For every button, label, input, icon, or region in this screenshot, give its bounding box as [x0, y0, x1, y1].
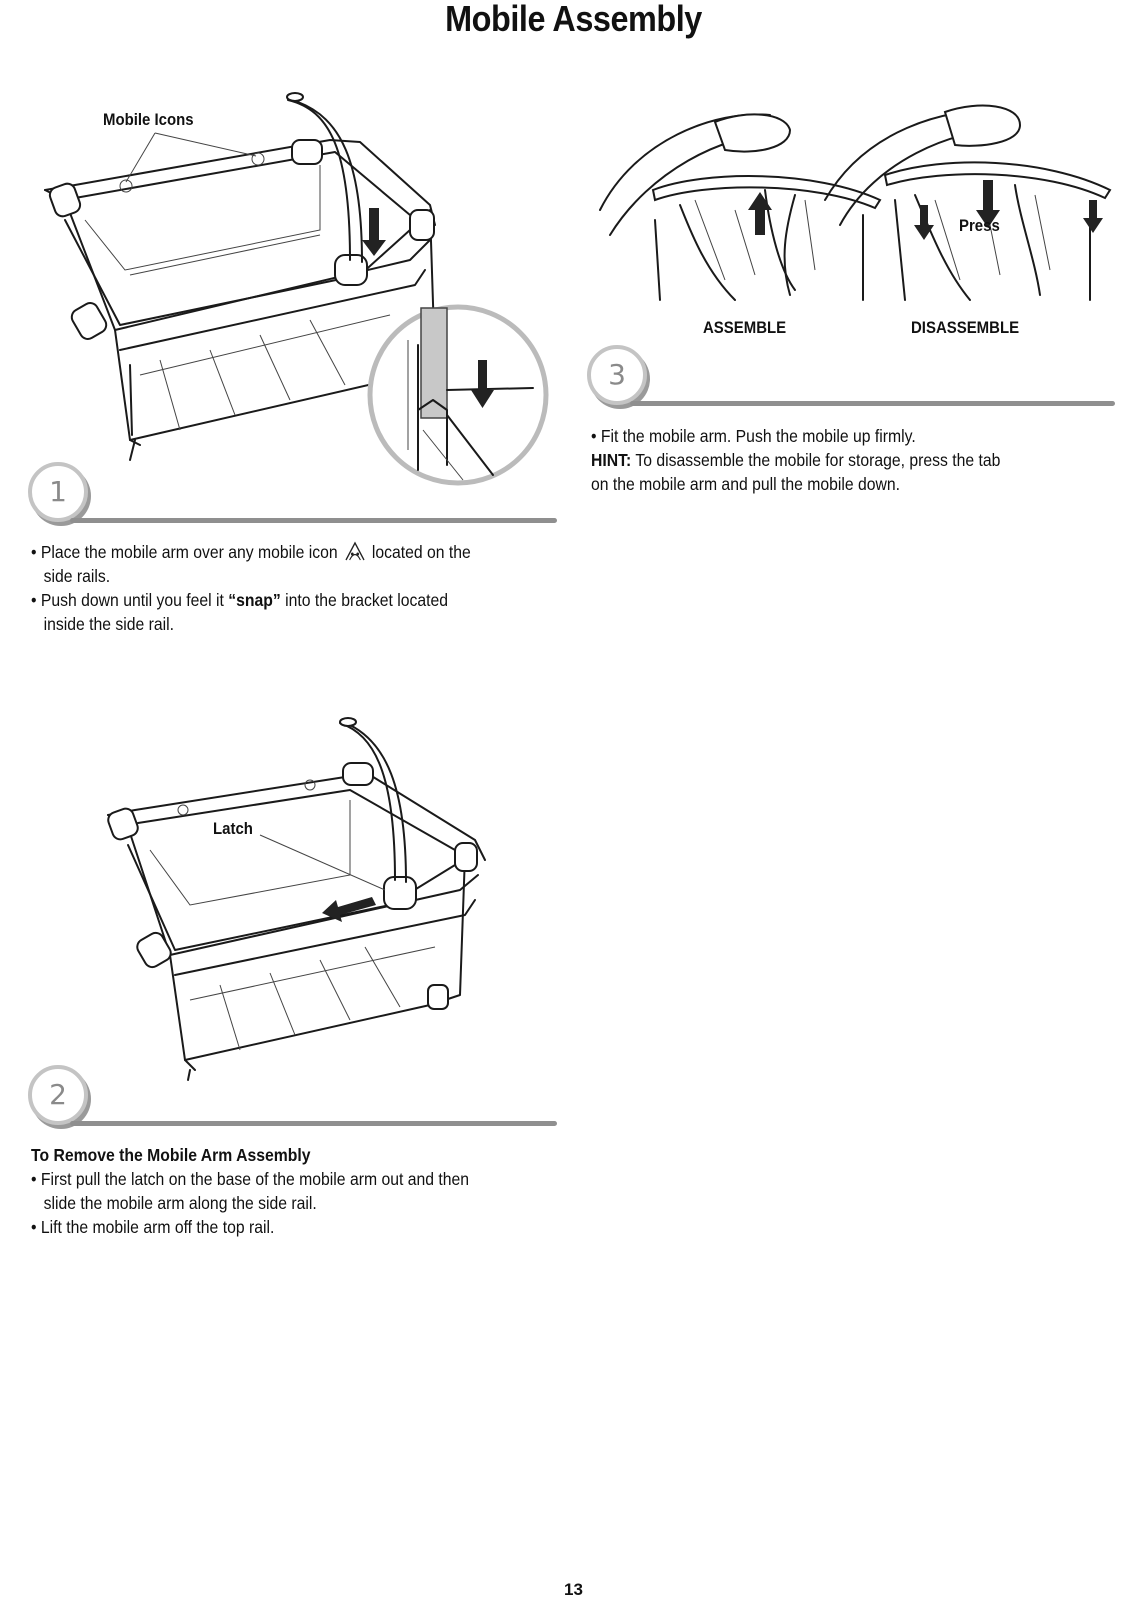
step1-bullet2-continuation: inside the side rail.: [31, 612, 471, 636]
step1-zoom-detail: [363, 300, 553, 490]
step3-line1: • Fit the mobile arm. Push the mobile up…: [591, 424, 1000, 448]
step3-divider: [630, 401, 1115, 406]
step1-bullet1-continuation: side rails.: [31, 564, 471, 588]
hint-continuation: on the mobile arm and pull the mobile do…: [591, 472, 1000, 496]
step2-divider: [70, 1121, 557, 1126]
step2-bullet1: • First pull the latch on the base of th…: [31, 1167, 469, 1191]
step2-instructions: To Remove the Mobile Arm Assembly • Firs…: [31, 1143, 469, 1239]
assemble-label: ASSEMBLE: [703, 318, 786, 338]
step3-instructions: • Fit the mobile arm. Push the mobile up…: [591, 424, 1000, 496]
disassemble-label: DISASSEMBLE: [911, 318, 1019, 338]
mobile-icons-callout: Mobile Icons: [103, 110, 194, 130]
step2-bullet2: • Lift the mobile arm off the top rail.: [31, 1215, 469, 1239]
step1-bullet2-text-b: into the bracket located: [281, 590, 448, 610]
step1-instructions: • Place the mobile arm over any mobile i…: [31, 540, 471, 636]
step3-number-badge: 3: [587, 345, 647, 405]
step1-divider: [70, 518, 557, 523]
step2-bullet1-continuation: slide the mobile arm along the side rail…: [31, 1191, 469, 1215]
page-title: Mobile Assembly: [57, 0, 1089, 40]
step2-heading: To Remove the Mobile Arm Assembly: [31, 1145, 310, 1165]
page-number: 13: [0, 1580, 1147, 1600]
step1-bullet2-text-a: • Push down until you feel it: [31, 590, 228, 610]
step1-number-badge: 1: [28, 462, 88, 522]
hint-label: HINT:: [591, 450, 631, 470]
mobile-icon-marker-2: [252, 153, 264, 165]
step1-bullet1-text-a: • Place the mobile arm over any mobile i…: [31, 542, 338, 562]
snap-emphasis: “snap”: [228, 590, 281, 610]
latch-callout: Latch: [213, 819, 253, 839]
step2-playard-illustration: [100, 715, 520, 1095]
step3-hands-illustration: [595, 100, 1125, 300]
mobile-icon: [343, 540, 366, 562]
press-label: Press: [959, 216, 1000, 236]
hint-text: To disassemble the mobile for storage, p…: [631, 450, 1000, 470]
step2-number-badge: 2: [28, 1065, 88, 1125]
step1-bullet1-text-b: located on the: [372, 542, 471, 562]
